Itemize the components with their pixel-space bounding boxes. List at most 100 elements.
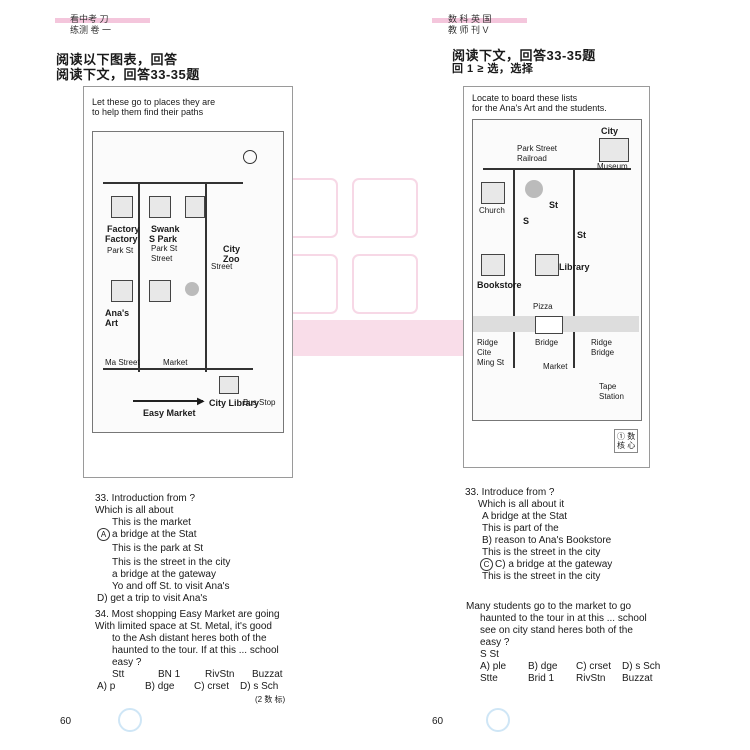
map-label: Ridge xyxy=(591,338,612,347)
right-map-frame: Locate to board these lists for the Ana'… xyxy=(463,86,650,468)
right-q33-sub: Which is all about it xyxy=(478,499,565,510)
left-map: ▶ Factory Factory Swank S Park Park St P… xyxy=(92,131,284,433)
right-q34-option-c[interactable]: C) crset xyxy=(576,661,611,672)
option-c-marker: C xyxy=(480,558,493,571)
map-label: Bus Stop xyxy=(243,398,276,407)
map-label: Factory xyxy=(107,224,140,234)
right-title: 阅读下文，回答33-35题 xyxy=(452,48,596,63)
road xyxy=(205,182,207,372)
left-q34-row-top-2: BN 1 xyxy=(158,669,181,680)
map-label: City xyxy=(601,126,619,136)
left-q34-line-5: easy ? xyxy=(112,657,142,668)
road xyxy=(573,168,575,368)
left-header-bar xyxy=(55,18,150,23)
left-map-frame: Let these go to places they are to help … xyxy=(83,86,293,478)
left-q34-option-a[interactable]: A) p xyxy=(97,681,116,692)
right-q34-row-bottom-1: Stte xyxy=(480,673,498,684)
market-building-icon xyxy=(149,280,171,302)
road xyxy=(483,168,631,170)
map-label: Street xyxy=(211,262,233,271)
left-header-line-2: 练测 卷 一 xyxy=(70,25,112,35)
map-label: Library xyxy=(559,262,590,272)
factory-building-icon xyxy=(111,196,133,218)
left-q33-c-text: This is the street in the city xyxy=(112,557,231,568)
left-header-line-1: 看中考 刀 xyxy=(70,14,109,24)
map-label: Swank xyxy=(151,224,180,234)
map-label: Market xyxy=(543,362,568,371)
map-label: Bridge xyxy=(535,338,559,347)
map-label: Ana's xyxy=(105,308,130,318)
corner-tag-line-1: ① 数 xyxy=(617,432,636,441)
left-q33-a-text: This is the market xyxy=(112,517,191,528)
left-q34-option-b[interactable]: B) dge xyxy=(145,681,175,692)
left-intro-1: Let these go to places they are xyxy=(92,97,216,107)
right-q34-option-a[interactable]: A) ple xyxy=(480,661,507,672)
right-intro-2: for the Ana's Art and the students. xyxy=(472,103,607,113)
bookstore-building-icon xyxy=(481,254,505,276)
right-q34-row-bottom-4: Buzzat xyxy=(622,673,653,684)
right-q34-option-d[interactable]: D) s Sch xyxy=(622,661,661,672)
option-d-label: D) get a trip to visit Ana's xyxy=(97,593,208,604)
right-q34-line-1: Many students go to the market to go xyxy=(466,601,632,612)
map-label: Ma Street xyxy=(105,358,140,367)
tree-icon xyxy=(185,282,199,296)
map-label: St xyxy=(549,200,558,210)
right-header-bar xyxy=(432,18,527,23)
right-q33-option-a[interactable]: A bridge at the Stat xyxy=(482,511,568,522)
left-q33-c-text-2: a bridge at the gateway xyxy=(112,569,216,580)
left-q34-option-c[interactable]: C) crset xyxy=(194,681,229,692)
road-arrow-icon: ▶ xyxy=(197,396,205,407)
left-q34-row-top-3: RivStn xyxy=(205,669,235,680)
map-label: Ming St xyxy=(477,358,505,367)
person-icon xyxy=(243,150,257,164)
left-page-circle-icon xyxy=(118,708,142,732)
left-page-number: 60 xyxy=(60,716,72,727)
right-q34-row-bottom-3: RivStn xyxy=(576,673,606,684)
right-page-number: 60 xyxy=(432,716,444,727)
road xyxy=(138,182,140,372)
right-q34-option-b[interactable]: B) dge xyxy=(528,661,558,672)
map-label: Tape xyxy=(599,382,617,391)
right-q34-line-4: easy ? xyxy=(480,637,510,648)
map-label: City Library xyxy=(209,398,260,408)
right-page-circle-icon xyxy=(486,708,510,732)
right-q33-stem: 33. Introduce from ? xyxy=(465,487,555,498)
corner-tag-line-2: 核 心 xyxy=(617,441,636,450)
map-label: Museum xyxy=(597,162,628,171)
left-q34-row-top-4: Buzzat xyxy=(252,669,283,680)
museum-building-icon xyxy=(599,138,629,162)
map-label: Zoo xyxy=(223,254,240,264)
map-label: Street xyxy=(151,254,173,263)
map-label: Park St xyxy=(151,244,178,253)
right-header-line-1: 数 科 英 国 xyxy=(448,14,492,24)
watermark-tile xyxy=(352,178,418,238)
left-q33-option-d[interactable]: D) get a trip to visit Ana's xyxy=(97,592,207,605)
map-label: Railroad xyxy=(517,154,547,163)
left-title-line-2: 阅读下文，回答33-35题 xyxy=(56,67,200,82)
right-q33-b-text: This is the street in the city xyxy=(482,547,601,558)
tree-icon xyxy=(525,180,543,198)
map-label: Easy Market xyxy=(143,408,196,418)
option-c-label: C) a bridge at the gateway xyxy=(495,559,613,570)
left-title-line-1: 阅读以下图表，回答 xyxy=(56,52,178,67)
map-label: Park St xyxy=(107,246,134,255)
right-q33-option-b[interactable]: B) reason to Ana's Bookstore xyxy=(482,535,612,546)
left-q34-line-3: to the Ash distant heres both of the xyxy=(112,633,267,644)
option-a-marker: A xyxy=(97,528,110,541)
right-q34-line-2: haunted to the tour in at this ... schoo… xyxy=(480,613,647,624)
left-q34-option-d[interactable]: D) s Sch xyxy=(240,681,279,692)
map-label: Ridge xyxy=(477,338,498,347)
left-q33-b-text: This is the park at St xyxy=(112,543,204,554)
map-label: Art xyxy=(105,318,118,328)
map-label: S xyxy=(523,216,530,226)
right-q34-line-5: S St xyxy=(480,649,499,660)
left-intro-2: to help them find their paths xyxy=(92,107,204,117)
right-map: City Museum Park Street Railroad St St S… xyxy=(472,119,642,421)
art-building-icon xyxy=(111,280,133,302)
map-label: Market xyxy=(163,358,188,367)
right-q33-a-text: This is part of the xyxy=(482,523,559,534)
left-page-tag: (2 数 标) xyxy=(255,695,286,704)
left-q33-sub: Which is all about xyxy=(95,505,174,516)
